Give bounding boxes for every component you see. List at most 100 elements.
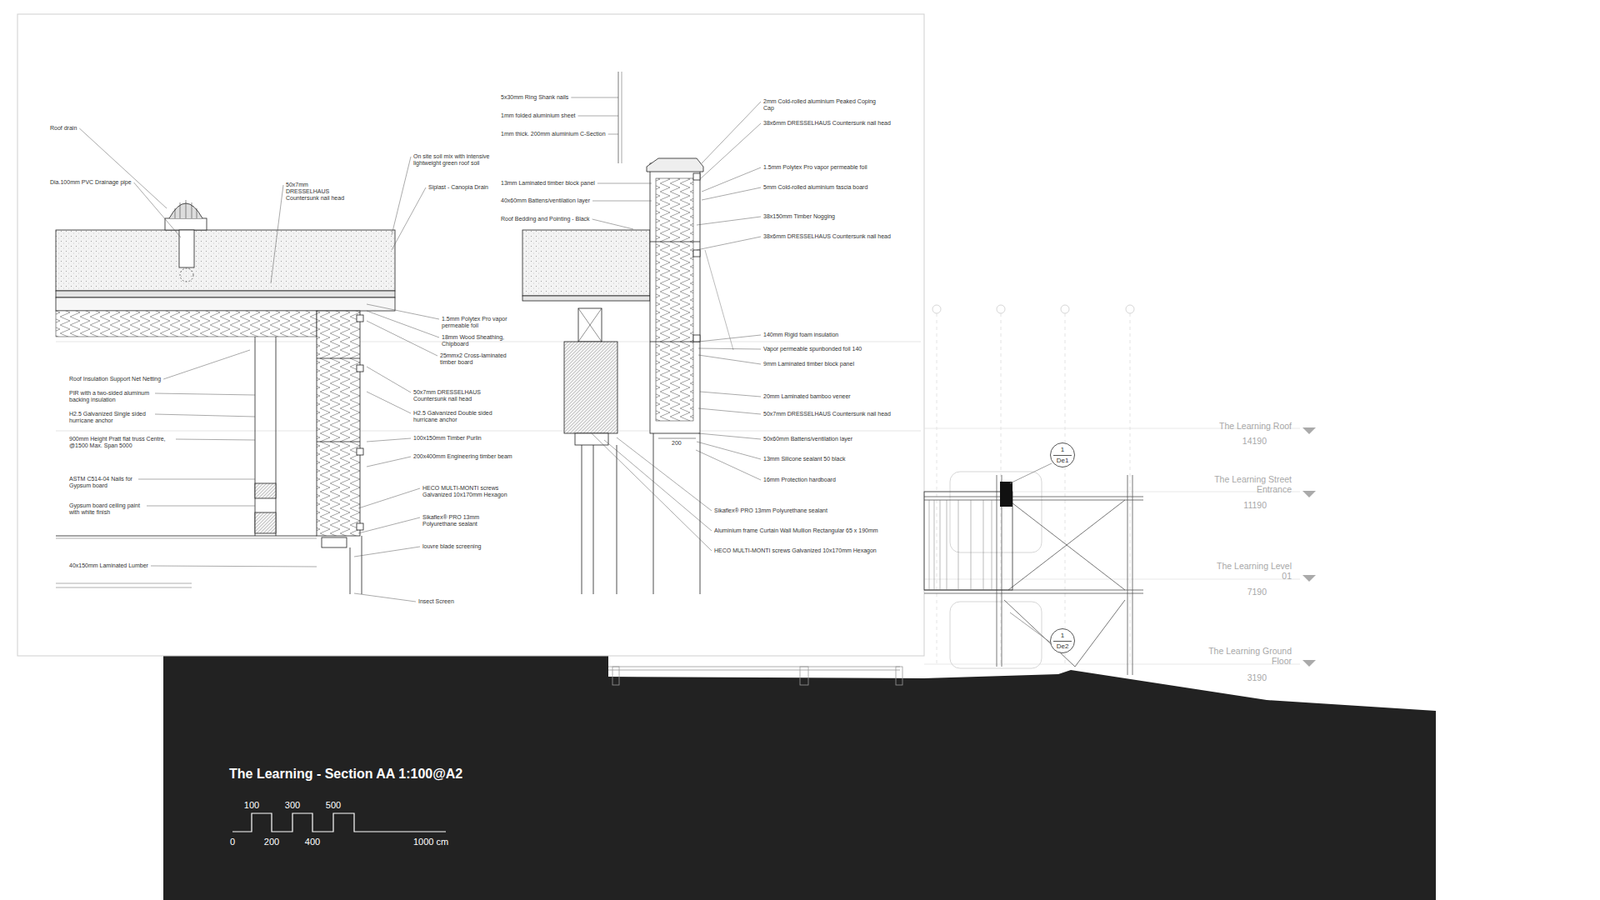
parapet-detail-part — [658, 438, 696, 440]
roof-detail-part — [316, 358, 360, 360]
component-label: HECO MULTI-MONTI screws Galvanized 10x17… — [422, 485, 515, 499]
component-label: 200 — [671, 440, 682, 447]
component-label: 1.5mm Polytex Pro vapor permeable foil — [763, 164, 868, 171]
roof-detail-part — [55, 310, 317, 337]
scale-bar — [232, 813, 446, 832]
leader-line — [698, 408, 761, 415]
roof-detail-part — [350, 547, 351, 595]
component-label: 20mm Laminated bamboo veneer — [763, 393, 851, 400]
parapet-detail-part — [705, 250, 734, 350]
leader-line — [578, 115, 620, 117]
parapet-detail-part — [618, 71, 620, 164]
component-label: 50x7mm DRESSELHAUS Countersunk nail head — [285, 181, 353, 202]
leader-line — [366, 320, 438, 356]
building-section-part — [924, 500, 1144, 501]
roof-detail-part — [255, 512, 276, 534]
ground-fill — [163, 655, 1436, 900]
building-section-part — [1302, 660, 1316, 667]
building-section-part — [950, 601, 1042, 669]
leader-line — [700, 391, 761, 397]
building-section-part-part — [924, 579, 1300, 580]
roof-detail-part — [356, 315, 364, 322]
component-label: 40x60mm Battens/ventilation layer — [500, 197, 590, 205]
leader-line — [354, 593, 416, 602]
leader-line — [79, 128, 167, 209]
scale-label: 0 — [215, 836, 250, 848]
component-label: Insect Screen — [418, 598, 455, 605]
scale-label: 300 — [275, 800, 310, 811]
building-section-part — [1000, 481, 1013, 507]
component-label: 38x6mm DRESSELHAUS Countersunk nail head — [763, 233, 891, 240]
leader-line — [604, 440, 712, 531]
leader-line — [698, 433, 761, 440]
component-label: 9mm Laminated timber block panel — [763, 360, 855, 368]
component-label: 140mm Rigid foam insulation — [763, 331, 839, 339]
building-section-part — [929, 500, 992, 590]
leader-line — [696, 236, 761, 250]
component-label: Vapor permeable spunbonded foil 140 — [763, 345, 862, 353]
callout-reference: De2 — [1050, 643, 1075, 650]
leader-line — [146, 505, 255, 507]
component-label: 50x7mm DRESSELHAUS Countersunk nail head — [763, 410, 891, 418]
parapet-detail-part — [575, 433, 609, 445]
building-section-part — [1127, 475, 1129, 675]
component-label: Dia.100mm PVC Drainage pipe — [50, 179, 132, 186]
detail-callout: 1De2 — [1050, 628, 1075, 654]
building-section-part — [1302, 575, 1316, 582]
building-section-part — [932, 305, 941, 314]
leader-line — [696, 216, 761, 225]
parapet-detail-part — [700, 433, 701, 595]
parapet-detail-part — [522, 295, 650, 301]
component-label: Sikaflex® PRO 13mm Polyurethane sealant — [714, 507, 828, 515]
detail-sheet — [17, 14, 925, 656]
component-label: Sikaflex® PRO 13mm Polyurethane sealant — [422, 514, 515, 528]
roof-detail-part — [55, 538, 317, 540]
component-label: H2.5 Galvanized Single sided hurricane a… — [69, 410, 153, 425]
building-section-part-part — [1130, 313, 1131, 667]
detail-sheet-part — [55, 430, 921, 432]
building-section-part — [1302, 427, 1316, 435]
level-label: The Learning Street Entrance — [1205, 474, 1292, 495]
roof-detail-part — [55, 290, 395, 298]
component-label: 1.5mm Polytex Pro vapor permeable foil — [441, 315, 509, 330]
roof-detail-part — [175, 200, 197, 219]
leader-line — [155, 393, 255, 395]
building-section-part-part — [1065, 313, 1066, 667]
component-label: Aluminium frame Curtain Wall Mullion Rec… — [714, 527, 879, 535]
building-section-part — [1075, 600, 1125, 667]
building-section-part — [1132, 475, 1134, 675]
leader-line — [391, 187, 426, 250]
building-section-part-part — [924, 664, 1300, 665]
building-section — [608, 305, 1316, 685]
leader-line — [366, 310, 440, 338]
building-section-part — [996, 305, 1005, 314]
parapet-detail-part — [653, 433, 655, 595]
building-section-part — [1125, 305, 1135, 314]
leader-line — [150, 565, 317, 567]
component-label: On site soil mix with intensive lightwei… — [413, 153, 514, 167]
parapet-detail-part — [581, 445, 583, 595]
leader-line — [616, 437, 712, 511]
level-label: 3190 — [1216, 672, 1267, 683]
component-label: 25mmx2 Cross-laminated timber board — [440, 352, 507, 366]
roof-detail — [55, 200, 395, 595]
building-section-part — [895, 666, 903, 685]
leader-line — [366, 438, 411, 442]
callout-reference: De1 — [1050, 457, 1075, 465]
component-label: 13mm Laminated timber block panel — [500, 180, 595, 187]
building-section-part — [1004, 600, 1075, 667]
leader-line — [175, 439, 255, 440]
roof-detail-part — [316, 310, 360, 536]
detail-sheet-part — [17, 14, 925, 656]
scale-label: 500 — [316, 800, 350, 811]
building-section-part — [608, 670, 900, 671]
leader-line — [134, 182, 181, 238]
leader-line — [701, 187, 761, 200]
leader-line — [696, 441, 761, 460]
leader-line — [358, 488, 420, 509]
leader-line — [270, 185, 284, 284]
parapet-detail-part — [693, 250, 700, 257]
component-label: 1mm thick. 200mm aluminium C-Section — [500, 130, 606, 138]
leader-line — [701, 167, 761, 192]
